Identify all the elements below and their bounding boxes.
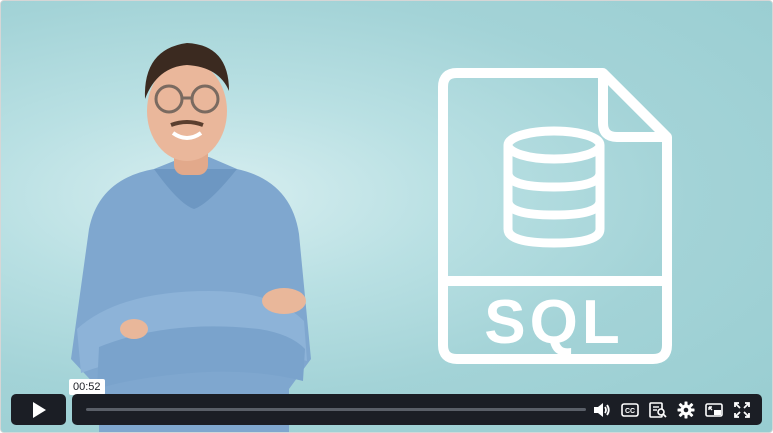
settings-button[interactable] <box>672 394 700 425</box>
control-bar: CC <box>72 394 762 425</box>
transcript-button[interactable] <box>644 394 672 425</box>
transcript-icon <box>649 401 667 418</box>
play-button[interactable] <box>11 394 66 425</box>
play-icon <box>32 401 46 418</box>
presenter-image <box>71 43 311 432</box>
time-tooltip: 00:52 <box>69 379 105 399</box>
fullscreen-icon <box>734 401 750 418</box>
cc-icon: CC <box>621 402 639 417</box>
fullscreen-button[interactable] <box>728 394 756 425</box>
pip-button[interactable] <box>700 394 728 425</box>
sql-file-icon: SQL <box>438 68 672 364</box>
svg-text:CC: CC <box>625 408 635 415</box>
progress-bar[interactable] <box>86 408 586 411</box>
gear-icon <box>677 401 695 418</box>
sql-label: SQL <box>484 288 623 357</box>
picture-in-picture-icon <box>705 402 723 417</box>
volume-icon <box>594 402 610 417</box>
controls-right: CC <box>588 394 756 425</box>
volume-button[interactable] <box>588 394 616 425</box>
captions-button[interactable]: CC <box>616 394 644 425</box>
